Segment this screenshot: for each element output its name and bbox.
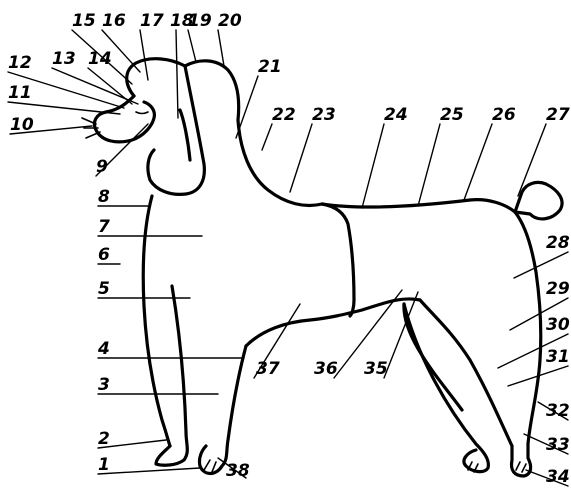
head-topknot (127, 59, 239, 120)
leader-20 (218, 30, 224, 66)
leader-11 (8, 102, 120, 114)
label-34: 34 (546, 467, 570, 487)
label-6: 6 (98, 245, 110, 265)
label-25: 25 (440, 105, 464, 125)
label-19: 19 (188, 11, 212, 31)
label-9: 9 (96, 157, 108, 177)
eye (136, 112, 148, 114)
muzzle (94, 96, 154, 142)
far-front-leg (156, 432, 187, 465)
leader-17 (140, 30, 148, 80)
label-10: 10 (10, 115, 34, 135)
label-28: 28 (546, 233, 570, 253)
label-8: 8 (98, 187, 110, 207)
leader-24 (362, 124, 384, 208)
leader-23 (290, 124, 312, 192)
label-27: 27 (546, 105, 570, 125)
label-15: 15 (72, 11, 96, 31)
callout-numbers: 1 2 3 4 5 6 7 8 9 10 11 12 13 14 15 16 1… (8, 11, 570, 487)
label-20: 20 (218, 11, 242, 31)
hind-paw-toes (516, 462, 526, 472)
front-paw-toes (204, 460, 216, 472)
label-38: 38 (226, 461, 250, 481)
label-5: 5 (98, 279, 110, 299)
tail-pompon (515, 182, 562, 219)
belly-line (246, 299, 420, 346)
label-11: 11 (8, 83, 32, 103)
leader-27 (518, 124, 546, 196)
leader-25 (418, 124, 440, 206)
label-21: 21 (258, 57, 282, 77)
label-24: 24 (384, 105, 408, 125)
label-32: 32 (546, 401, 570, 421)
ear-inner (180, 110, 190, 160)
leader-26 (464, 124, 492, 200)
waist-band (322, 204, 354, 316)
label-26: 26 (492, 105, 516, 125)
label-3: 3 (98, 375, 110, 395)
chest-front (143, 196, 170, 446)
leader-28 (514, 252, 568, 278)
far-front-leg-inner (172, 286, 186, 432)
label-22: 22 (272, 105, 296, 125)
label-12: 12 (8, 53, 32, 73)
rump-line (515, 212, 541, 444)
leader-1 (98, 468, 200, 474)
label-2: 2 (98, 429, 110, 449)
label-17: 17 (140, 11, 164, 31)
label-35: 35 (364, 359, 388, 379)
label-4: 4 (97, 339, 110, 359)
near-front-leg (199, 346, 246, 474)
label-30: 30 (546, 315, 570, 335)
label-1: 1 (98, 455, 110, 475)
label-16: 16 (102, 11, 126, 31)
label-23: 23 (312, 105, 336, 125)
ear (148, 66, 204, 194)
label-36: 36 (314, 359, 338, 379)
label-37: 37 (256, 359, 280, 379)
label-29: 29 (546, 279, 570, 299)
near-hind-leg-inner (404, 304, 462, 410)
callout-leaders (8, 30, 568, 486)
leader-19 (188, 30, 196, 62)
label-31: 31 (546, 347, 570, 367)
leader-18 (176, 30, 178, 118)
leader-22 (262, 124, 272, 150)
label-14: 14 (88, 49, 112, 69)
label-7: 7 (98, 217, 110, 237)
label-13: 13 (52, 49, 76, 69)
label-33: 33 (546, 435, 570, 455)
